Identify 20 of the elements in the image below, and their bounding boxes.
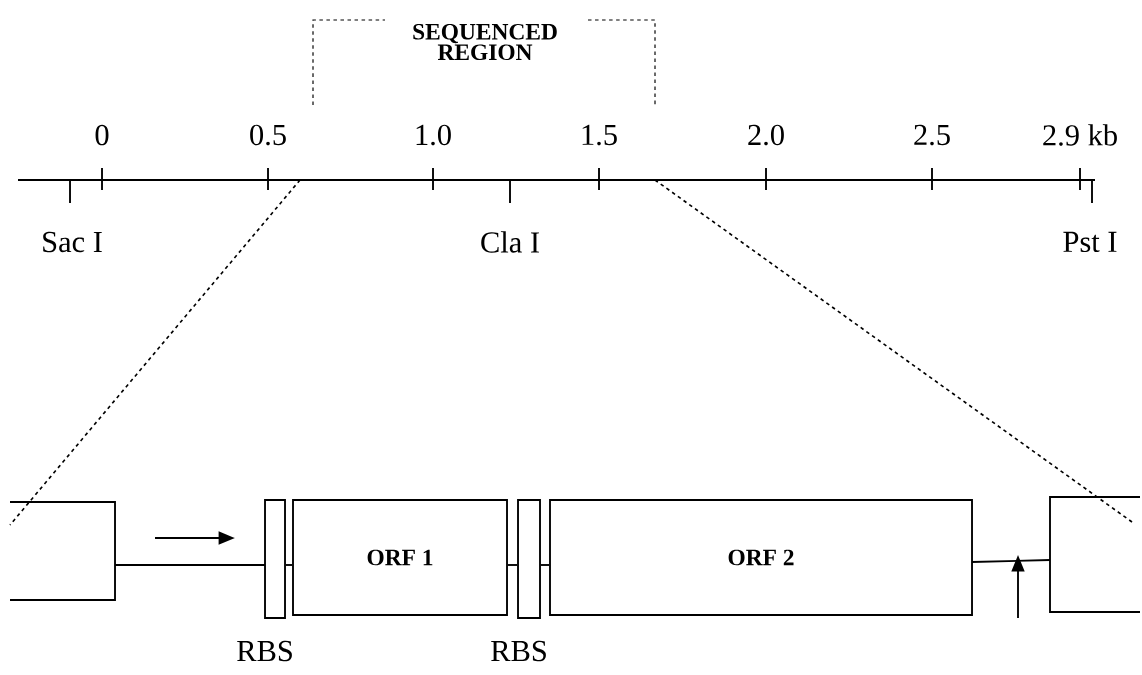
- scale-label: 2.5: [914, 124, 950, 146]
- region-label: SEQUENCED REGION: [413, 23, 557, 61]
- site-label: Sac I: [43, 231, 102, 253]
- scale-label: 2.0: [748, 124, 784, 146]
- dna-line: [540, 564, 550, 566]
- dna-line: [285, 564, 293, 566]
- rbs-box: [264, 499, 286, 619]
- rbs-label: RBS: [237, 640, 292, 662]
- rbs-label: RBS: [491, 640, 546, 662]
- scale-label: 1.5: [582, 124, 617, 146]
- orf-box: ORF 2: [549, 499, 973, 616]
- site-label: Pst I: [1063, 231, 1117, 253]
- scale-label: 2.9 kb: [1043, 124, 1117, 146]
- scale-label: 0.5: [250, 124, 286, 146]
- scale-label: 1.0: [416, 124, 451, 146]
- orf-box: ORF 1: [292, 499, 508, 616]
- dna-line: [507, 564, 518, 566]
- scale-label: 0: [95, 124, 109, 146]
- site-label: Cla I: [481, 231, 539, 253]
- rbs-box: [517, 499, 541, 619]
